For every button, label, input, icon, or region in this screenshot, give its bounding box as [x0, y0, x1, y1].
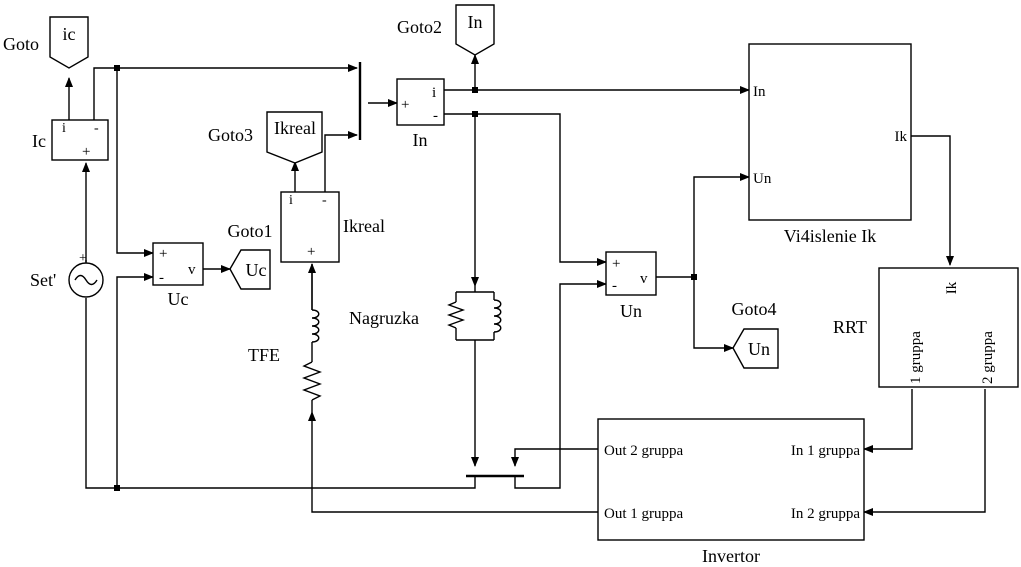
goto3-ikreal-block[interactable]: Ikreal Goto3 — [208, 111, 323, 164]
ikreal-label: Ikreal — [343, 216, 385, 236]
goto1-uc-block[interactable]: Uc Goto1 — [228, 221, 273, 290]
ikreal-port-plus: + — [307, 244, 315, 260]
calc-label: Vi4islenie Ik — [784, 226, 876, 246]
invertor-label: Invertor — [702, 546, 760, 566]
ikreal-port-i: i — [289, 193, 293, 208]
un-port-minus: - — [612, 278, 617, 294]
junctions — [114, 65, 697, 491]
in-port-minus: - — [433, 108, 438, 124]
calc-ik-block[interactable]: In Un Ik Vi4islenie Ik — [748, 43, 912, 246]
tfe-element[interactable]: TFE — [248, 264, 322, 412]
tfe-label: TFE — [248, 345, 280, 365]
rrt-port-2-gruppa: 2 gruppa — [980, 331, 996, 384]
goto3-label: Goto3 — [208, 125, 253, 145]
calc-port-ik: Ik — [895, 129, 908, 145]
invertor-block[interactable]: Out 2 gruppa Out 1 gruppa In 1 gruppa In… — [597, 418, 865, 566]
rrt-port-ik: Ik — [944, 281, 960, 294]
ic-port-plus: + — [82, 144, 90, 160]
uc-voltage-sensor[interactable]: + - v Uc — [152, 242, 204, 309]
uc-port-minus: - — [159, 270, 164, 286]
invertor-port-out1: Out 1 gruppa — [604, 506, 683, 522]
calc-port-in: In — [753, 84, 766, 100]
uc-label: Uc — [168, 289, 189, 309]
goto2-tag: In — [468, 12, 483, 32]
in-port-i: i — [432, 85, 436, 101]
in-current-sensor[interactable]: + i - In — [396, 78, 445, 150]
un-port-plus: + — [612, 256, 620, 272]
goto-ic-block[interactable]: ic Goto — [3, 16, 89, 69]
calc-port-un: Un — [753, 171, 772, 187]
ic-label: Ic — [32, 131, 46, 151]
ic-port-i: i — [62, 121, 66, 136]
in-port-plus: + — [401, 97, 409, 113]
ic-current-sensor[interactable]: i - + Ic — [32, 119, 109, 161]
invertor-port-in1: In 1 gruppa — [791, 443, 860, 459]
rrt-block[interactable]: Ik 1 gruppa 2 gruppa RRT — [833, 267, 1019, 388]
in-label: In — [413, 130, 428, 150]
uc-port-plus: + — [159, 246, 167, 262]
invertor-port-in2: In 2 gruppa — [791, 506, 860, 522]
goto-ic-tag: ic — [63, 24, 76, 44]
goto2-in-block[interactable]: In Goto2 — [397, 4, 495, 56]
wires — [65, 54, 986, 516]
source-plus: + — [79, 251, 87, 266]
load-nagruzka[interactable]: Nagruzka — [349, 286, 502, 341]
ikreal-port-minus: - — [322, 193, 327, 208]
load-label: Nagruzka — [349, 308, 419, 328]
un-label: Un — [620, 301, 642, 321]
goto-ic-label: Goto — [3, 34, 39, 54]
un-port-v: v — [640, 271, 648, 287]
goto3-tag: Ikreal — [274, 118, 316, 138]
goto4-label: Goto4 — [732, 299, 777, 319]
rrt-label: RRT — [833, 317, 867, 337]
uc-port-v: v — [188, 262, 196, 278]
goto1-label: Goto1 — [228, 221, 273, 241]
ac-source[interactable]: + Set' — [30, 251, 104, 298]
goto1-tag: Uc — [246, 260, 267, 280]
source-label: Set' — [30, 270, 56, 290]
invertor-port-out2: Out 2 gruppa — [604, 443, 683, 459]
un-voltage-sensor[interactable]: + - v Un — [605, 251, 657, 321]
goto4-un-block[interactable]: Un Goto4 — [732, 299, 779, 369]
ikreal-current-sensor[interactable]: i - + Ikreal — [280, 191, 385, 263]
goto2-label: Goto2 — [397, 17, 442, 37]
rrt-port-1-gruppa: 1 gruppa — [908, 331, 924, 384]
goto4-tag: Un — [748, 339, 770, 359]
ic-port-minus: - — [94, 121, 99, 136]
